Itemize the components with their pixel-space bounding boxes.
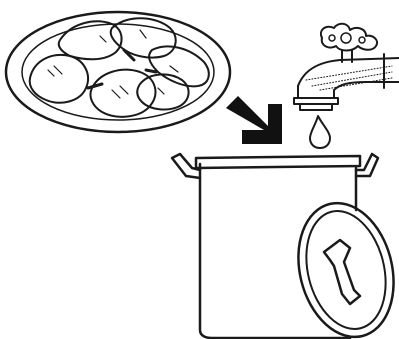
chicken-piece xyxy=(30,55,88,103)
pot-lid-icon xyxy=(285,193,399,339)
pot-rim xyxy=(196,156,360,168)
chicken-piece xyxy=(90,70,155,117)
chicken-piece xyxy=(137,74,188,109)
lid-handle xyxy=(324,240,360,304)
arrow-shape xyxy=(226,96,282,144)
chicken-piece xyxy=(149,46,209,86)
water-drop-icon xyxy=(310,116,330,148)
arrow-down-right-icon xyxy=(226,96,282,144)
water-tap-icon xyxy=(294,24,399,110)
pot-body xyxy=(200,164,350,338)
plate-with-chicken xyxy=(6,12,230,132)
lid-outer xyxy=(285,193,399,339)
